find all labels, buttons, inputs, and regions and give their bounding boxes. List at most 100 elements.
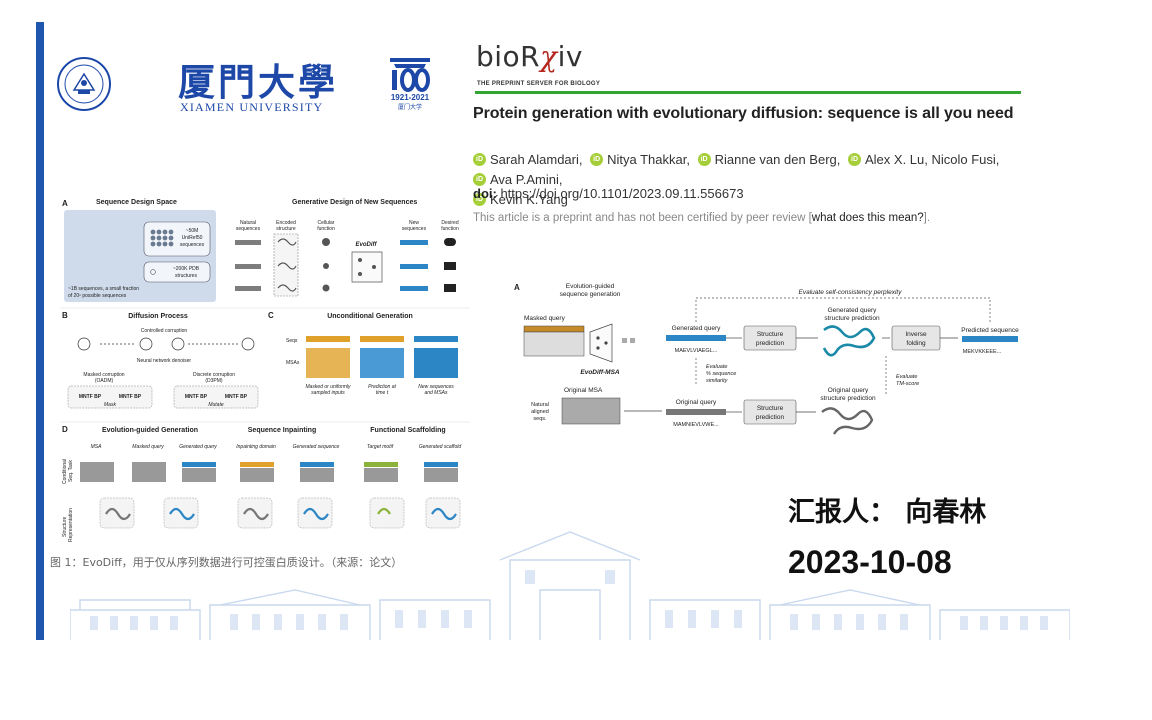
d-row-2b: Representation <box>68 508 74 542</box>
evo-guided-2: sequence generation <box>560 291 621 298</box>
fig1-panel-a-letter: A <box>62 199 68 208</box>
evaluate-tm-1: Evaluate <box>896 374 917 380</box>
d-col-masked-query: Masked query <box>132 444 164 450</box>
evo-guided-1: Evolution-guided <box>566 283 615 290</box>
orcid-icon[interactable]: iD <box>848 153 861 166</box>
author-name: Ava P.Amini, <box>490 172 563 187</box>
author[interactable]: iD Ava P.Amini, <box>473 171 563 188</box>
inverse-folding-2: folding <box>906 340 926 347</box>
self-consistency-label: Evaluate self-consistency perplexity <box>799 289 903 296</box>
evodiff-msa-label: EvoDiff-MSA <box>580 369 620 376</box>
seq-example-1: MNTF BP <box>79 394 102 400</box>
paper-title[interactable]: Protein generation with evolutionary dif… <box>473 105 1014 122</box>
controlled-corruption: Controlled corruption <box>141 328 188 334</box>
predicted-sequence-label: Predicted sequence <box>961 327 1019 334</box>
orcid-icon[interactable]: iD <box>473 153 486 166</box>
author[interactable]: iD Alex X. Lu, Nicolo Fusi, <box>848 151 999 168</box>
c-caption-2b: time t <box>376 390 389 396</box>
pdb-box <box>143 261 211 283</box>
biorxiv-logo-main: bioR <box>476 40 541 73</box>
author[interactable]: iD Sarah Alamdari, <box>473 151 583 168</box>
orcid-icon[interactable]: iD <box>473 173 486 186</box>
seq-example-4: MNTF BP <box>225 394 248 400</box>
col-cellular-1: Cellular <box>318 220 335 226</box>
author-name: Kevin K.Yang <box>490 192 568 207</box>
seq-example-3: MNTF BP <box>185 394 208 400</box>
col-new-2: sequences <box>402 226 427 232</box>
d-col-generated-scaffold: Generated scaffold <box>419 444 461 450</box>
what-does-this-mean-link[interactable]: what does this mean? <box>811 212 924 224</box>
presenter-line: 汇报人： 向春林 <box>788 490 986 529</box>
d-title-2: Sequence Inpainting <box>248 427 316 434</box>
fig1-panel-c-letter: C <box>268 311 274 320</box>
c-caption-3a: New sequences <box>418 384 454 390</box>
fig1-a-left-title: Sequence Design Space <box>96 199 177 206</box>
generated-query-seq: MAEVLVIAEGL... <box>675 348 718 354</box>
col-desired-1: Desired <box>441 220 458 226</box>
author-name: Nitya Thakkar, <box>607 152 690 167</box>
author[interactable]: iD Kevin K.Yang <box>473 191 568 208</box>
d-title-1: Evolution-guided Generation <box>102 427 198 434</box>
presenter-label: 汇报人： <box>788 497 896 528</box>
c-caption-1b: sampled inputs <box>311 390 345 396</box>
diffusion-title: Diffusion Process <box>128 313 188 320</box>
uniref-line-2: UniRef50 <box>182 235 203 241</box>
xmu-name-cn: 厦門大學 <box>178 60 338 104</box>
msas-label: MSAs <box>286 360 300 366</box>
original-query-bar <box>666 409 726 415</box>
sp1-line-2: prediction <box>756 340 785 347</box>
seqs-label: Seqs <box>286 338 298 344</box>
uniref-line-1: ~50M <box>186 228 199 234</box>
author-name: Sarah Alamdari, <box>490 152 583 167</box>
evaluate-similarity-1: Evaluate <box>706 364 727 370</box>
evodiff-msa-figure: A Evolution-guided sequence generation E… <box>514 283 1019 435</box>
fig2-panel-letter: A <box>514 283 520 292</box>
peer-review-disclaimer: This article is a preprint and has not b… <box>473 212 930 224</box>
centennial-cn: 厦门大学 <box>398 103 422 111</box>
disclaimer-end: ]. <box>923 212 931 224</box>
orcid-icon[interactable]: iD <box>473 193 486 206</box>
xmu-seal-logo <box>57 57 111 111</box>
slide: 厦門大學 XIAMEN UNIVERSITY 1921-2021 厦门大学 bi… <box>36 22 1073 640</box>
original-structure <box>821 407 874 435</box>
col-natural-2: sequences <box>236 226 261 232</box>
doi-line: doi: https://doi.org/10.1101/2023.09.11.… <box>473 186 744 201</box>
doi-link[interactable]: https://doi.org/10.1101/2023.09.11.55667… <box>500 186 744 201</box>
discrete-corruption-1: Discrete corruption <box>193 372 235 378</box>
discrete-corruption-2: (D3PM) <box>205 378 223 384</box>
unconditional-title: Unconditional Generation <box>327 313 413 320</box>
orig-struct-title-1: Original query <box>828 387 869 394</box>
author-name: Alex X. Lu, Nicolo Fusi, <box>865 152 1000 167</box>
orcid-icon[interactable]: iD <box>697 153 711 166</box>
presenter-name: 向春林 <box>905 497 987 528</box>
disclaimer-text: This article is a preprint and has not b… <box>473 212 812 224</box>
orig-struct-title-2: structure prediction <box>820 395 876 402</box>
masked-corruption-1: Masked corruption <box>83 372 124 378</box>
natural-seqs-3: seqs. <box>533 416 547 422</box>
orcid-icon[interactable]: iD <box>590 153 604 166</box>
evodiff-label: EvoDiff <box>356 242 378 248</box>
c-caption-2a: Prediction at <box>368 384 396 390</box>
centennial-logo: 1921-2021 厦门大学 <box>390 58 430 111</box>
author-name: Rianne van den Berg, <box>714 152 841 167</box>
c-caption-1a: Masked or uniformly <box>305 384 351 390</box>
evodiff-network <box>351 251 383 283</box>
predicted-seq: MEKVKKEEE... <box>963 349 1002 355</box>
green-rule <box>475 91 1021 94</box>
denoiser-label: Neural network denoiser <box>137 358 192 364</box>
xmu-name-en: XIAMEN UNIVERSITY <box>180 100 324 114</box>
centennial-years: 1921-2021 <box>391 93 430 102</box>
d-row-1b: Seq. Task <box>68 460 74 482</box>
evaluate-tm-2: TM-score <box>896 381 919 387</box>
campus-watermark <box>70 531 1070 640</box>
d-col-generated-seq: Generated sequence <box>293 444 340 450</box>
sp2-line-2: prediction <box>756 414 785 421</box>
pdb-line-2: structures <box>175 273 197 279</box>
biorxiv-logo-end: iv <box>557 40 583 73</box>
generated-query-bar <box>666 335 726 341</box>
evodiff-figure-1: A Sequence Design Space Generative Desig… <box>60 199 470 542</box>
d-col-generated-query: Generated query <box>179 444 217 450</box>
